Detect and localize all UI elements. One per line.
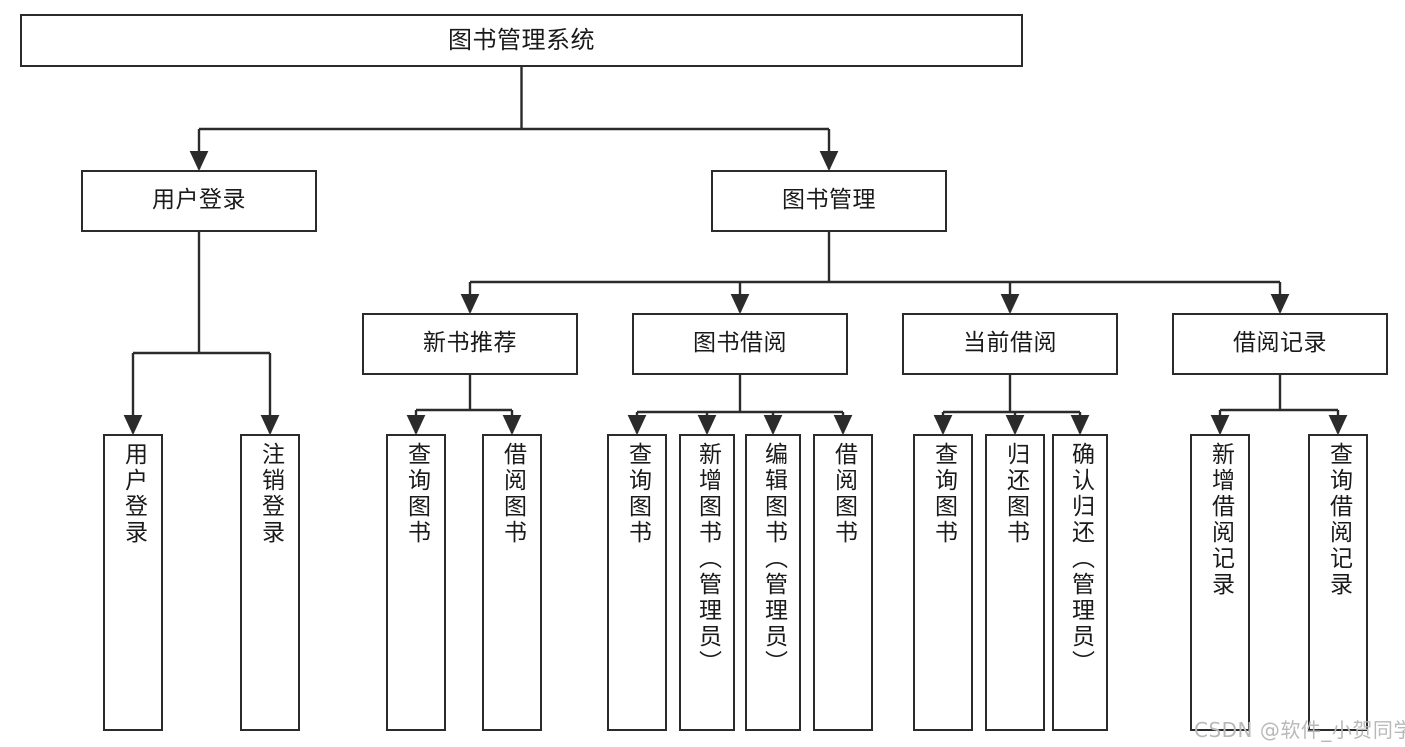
node-label: 查询图书: [624, 442, 651, 546]
node-l2-borrow[interactable]: 图书借阅: [632, 313, 848, 375]
node-label: 借阅记录: [1233, 330, 1327, 357]
node-l3-c2[interactable]: 新增图书（管理员）: [679, 434, 735, 731]
node-label: 新书推荐: [423, 330, 517, 357]
node-l2-newbook[interactable]: 新书推荐: [362, 313, 578, 375]
node-label: 用户登录: [152, 187, 246, 214]
node-label: 编辑图书（管理员）: [760, 442, 787, 676]
node-l1-bookmgmt[interactable]: 图书管理: [711, 170, 947, 232]
node-label: 图书借阅: [693, 330, 787, 357]
node-l3-c3[interactable]: 编辑图书（管理员）: [745, 434, 801, 731]
node-l1-login[interactable]: 用户登录: [81, 170, 317, 232]
node-l3-e1[interactable]: 新增借阅记录: [1190, 434, 1250, 731]
node-l3-d3[interactable]: 确认归还（管理员）: [1052, 434, 1108, 731]
node-l3-d1[interactable]: 查询图书: [913, 434, 973, 731]
node-label: 新增图书（管理员）: [694, 442, 721, 676]
node-label: 新增借阅记录: [1207, 442, 1234, 598]
node-l3-b1[interactable]: 查询图书: [386, 434, 446, 731]
node-l3-a1[interactable]: 用户登录: [103, 434, 163, 731]
node-l2-current[interactable]: 当前借阅: [902, 313, 1118, 375]
node-label: 注销登录: [257, 442, 284, 546]
node-label: 当前借阅: [963, 330, 1057, 357]
node-l3-c1[interactable]: 查询图书: [607, 434, 667, 731]
node-l3-b2[interactable]: 借阅图书: [482, 434, 542, 731]
csdn-watermark: CSDN @软件_小贺同学: [1194, 718, 1405, 742]
node-label: 用户登录: [120, 442, 147, 546]
node-l3-e2[interactable]: 查询借阅记录: [1308, 434, 1368, 731]
node-label: 借阅图书: [830, 442, 857, 546]
node-l3-c4[interactable]: 借阅图书: [813, 434, 873, 731]
node-l2-records[interactable]: 借阅记录: [1172, 313, 1388, 375]
node-l3-d2[interactable]: 归还图书: [985, 434, 1045, 731]
node-label: 查询图书: [403, 442, 430, 546]
node-l3-a2[interactable]: 注销登录: [240, 434, 300, 731]
node-label: 借阅图书: [499, 442, 526, 546]
node-root[interactable]: 图书管理系统: [20, 14, 1023, 67]
node-label: 查询借阅记录: [1325, 442, 1352, 598]
node-label: 图书管理: [782, 187, 876, 214]
node-label: 归还图书: [1002, 442, 1029, 546]
node-label: 查询图书: [930, 442, 957, 546]
node-label: 图书管理系统: [448, 26, 595, 55]
node-label: 确认归还（管理员）: [1067, 442, 1094, 676]
